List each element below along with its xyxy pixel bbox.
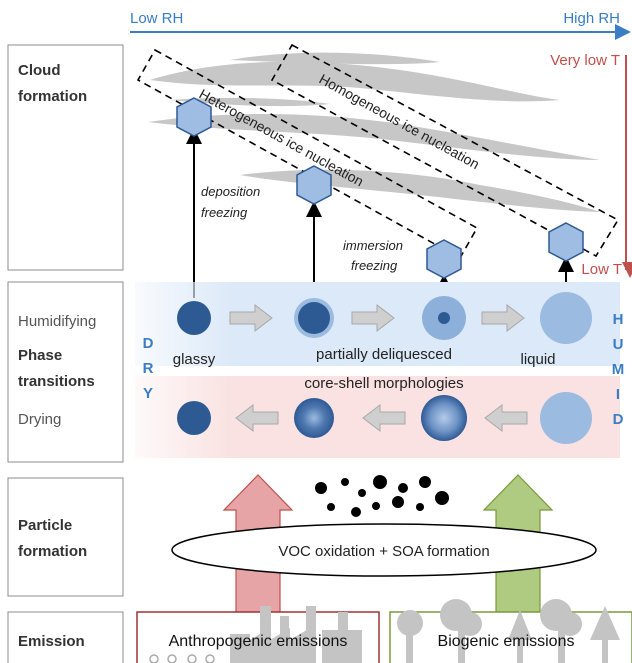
drying-arrows xyxy=(235,403,528,433)
core-shell-particle-small xyxy=(294,398,334,438)
deposition-label-2: freezing xyxy=(201,205,248,220)
ice-crystal-icon xyxy=(548,222,584,262)
dry-letters: D R Y xyxy=(143,335,154,402)
particle-label-1: Particle xyxy=(18,517,72,534)
liquid-particle xyxy=(540,292,592,344)
glassy-label: glassy xyxy=(173,351,216,368)
temperature-axis: Very low T Low T xyxy=(550,52,632,278)
humid-letter: I xyxy=(616,386,620,403)
humid-letters: H U M I D xyxy=(612,311,625,428)
core-shell-particle-large xyxy=(421,395,467,441)
row-label-emission: Emission xyxy=(7,611,124,663)
biogenic-emissions-box: Biogenic emissions xyxy=(389,599,632,663)
factory-icon xyxy=(230,606,362,663)
glassy-particle-dry xyxy=(177,401,211,435)
humidifying-particles xyxy=(177,292,592,344)
phase-label-1: Phase xyxy=(18,347,62,364)
dry-letter: Y xyxy=(143,385,153,402)
anthropogenic-emissions-label: Anthropogenic emissions xyxy=(169,633,348,650)
ice-crystal-icon xyxy=(296,165,332,205)
partially-deliquesced-label: partially deliquesced xyxy=(316,346,452,363)
immersion-label-2: freezing xyxy=(351,258,398,273)
phase-label-2: transitions xyxy=(18,373,95,390)
soa-particles xyxy=(315,475,449,517)
state-labels: glassy partially deliquesced liquid core… xyxy=(173,346,556,392)
liquid-label: liquid xyxy=(520,351,555,368)
ice-crystals xyxy=(176,97,584,279)
anthropogenic-emissions-box: Anthropogenic emissions xyxy=(136,606,380,663)
row-label-cloud: Cloud formation xyxy=(7,44,124,271)
deposition-label-1: deposition xyxy=(201,184,260,199)
cloud-label-1: Cloud xyxy=(18,62,61,79)
dry-letter: D xyxy=(143,335,154,352)
freezing-mode-labels: deposition freezing immersion freezing xyxy=(201,184,403,273)
drying-particles xyxy=(177,392,592,444)
voc-oxidation-label: VOC oxidation + SOA formation xyxy=(278,543,489,560)
humid-letter: U xyxy=(613,336,624,353)
ice-crystal-icon xyxy=(426,239,462,279)
humid-letter: H xyxy=(613,311,624,328)
core-shell-label: core-shell morphologies xyxy=(304,375,463,392)
immersion-label-1: immersion xyxy=(343,238,403,253)
humid-letter: D xyxy=(613,411,624,428)
particle-label-2: formation xyxy=(18,543,87,560)
car-icons xyxy=(149,654,215,663)
dry-letter: R xyxy=(143,360,154,377)
biogenic-emissions-label: Biogenic emissions xyxy=(438,633,575,650)
rh-axis: Low RH High RH xyxy=(130,10,631,40)
cloud-label-2: formation xyxy=(18,88,87,105)
high-rh-label: High RH xyxy=(563,10,620,27)
humidifying-label: Humidifying xyxy=(18,313,96,330)
low-t-label: Low T xyxy=(581,261,622,278)
very-low-t-label: Very low T xyxy=(550,52,620,69)
freezing-arrows xyxy=(186,128,574,298)
emission-label: Emission xyxy=(18,633,85,650)
tree-icons xyxy=(397,599,620,663)
row-label-phase: Humidifying Phase transitions Drying xyxy=(7,281,124,463)
ice-crystal-icon xyxy=(176,97,212,137)
row-label-particle: Particle formation xyxy=(7,477,124,597)
voc-oxidation-ellipse: VOC oxidation + SOA formation xyxy=(171,523,597,577)
humidifying-arrows xyxy=(229,303,525,333)
drying-label: Drying xyxy=(18,411,61,428)
glassy-particle xyxy=(177,301,211,335)
low-rh-label: Low RH xyxy=(130,10,183,27)
humid-letter: M xyxy=(612,361,625,378)
liquid-particle-dry xyxy=(540,392,592,444)
